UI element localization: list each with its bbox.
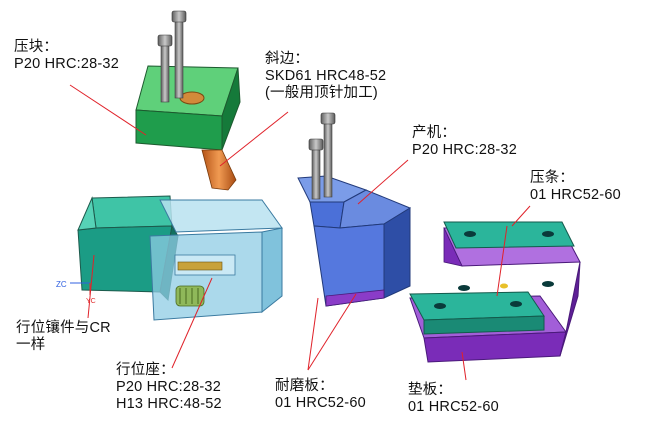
lifter-spec: SKD61 HRC48-52 (265, 68, 387, 84)
label-pressure-block: 压块： P20 HRC:28-32 (14, 39, 119, 73)
lifter-name: 斜边： (265, 51, 310, 67)
slider-seat-spec2: H13 HRC:48-52 (116, 396, 222, 412)
label-backing-plate: 垫板： 01 HRC52-60 (408, 382, 499, 416)
bolts-pressure-block (157, 10, 187, 103)
press-bar-spec: 01 HRC52-60 (530, 187, 621, 203)
backing-plate-spec: 01 HRC52-60 (408, 399, 499, 415)
slider-seat-transparent (149, 199, 283, 321)
label-wear-plate: 耐磨板： 01 HRC52-60 (275, 378, 366, 412)
backing-plate-assembly (409, 221, 581, 363)
bolts-cavity (308, 112, 336, 200)
wear-plate-spec: 01 HRC52-60 (275, 395, 366, 411)
label-press-bar: 压条： 01 HRC52-60 (530, 170, 621, 204)
cavity-part-blue (297, 175, 412, 307)
label-slider-insert: 行位镶件与CR 一样 (16, 320, 111, 354)
lifter-copper-pin (201, 149, 237, 191)
cavity-spec: P20 HRC:28-32 (412, 142, 517, 158)
lifter-note: (一般用顶针加工) (265, 85, 378, 101)
slider-seat-spec1: P20 HRC:28-32 (116, 379, 221, 395)
cavity-name: 产机： (412, 125, 457, 141)
pressure-block-name: 压块： (14, 39, 59, 55)
pressure-block-spec: P20 HRC:28-32 (14, 56, 119, 72)
axis-zc-label: ZC (56, 280, 67, 289)
label-lifter: 斜边： SKD61 HRC48-52 (一般用顶针加工) (265, 51, 386, 102)
slider-insert-line1: 行位镶件与CR (16, 320, 111, 336)
label-cavity: 产机： P20 HRC:28-32 (412, 125, 517, 159)
label-slider-seat: 行位座： P20 HRC:28-32 H13 HRC:48-52 (116, 362, 222, 413)
leader-lines (69, 84, 531, 381)
axis-yc-label: YC (86, 298, 96, 305)
wear-plate-name: 耐磨板： (275, 378, 334, 394)
slider-insert-line2: 一样 (16, 337, 46, 353)
press-bar-name: 压条： (530, 170, 575, 186)
backing-plate-name: 垫板： (408, 382, 453, 398)
pressure-block (135, 65, 241, 151)
slider-seat-name: 行位座： (116, 362, 175, 378)
